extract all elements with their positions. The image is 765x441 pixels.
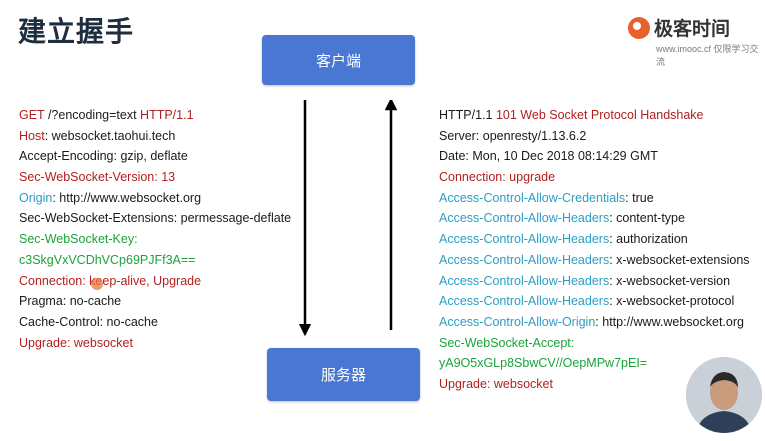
header-key: c3SkgVxVCDhVCp69PJFf3A== (19, 252, 196, 267)
slide-title: 建立握手 (18, 15, 135, 48)
client-label: 客户端 (315, 51, 361, 70)
server-label: 服务器 (320, 366, 366, 384)
header-value: : authorization (609, 232, 688, 247)
presenter-avatar (686, 357, 762, 433)
response-header-line: Access-Control-Allow-Origin: http://www.… (439, 312, 750, 333)
presenter-silhouette-icon (686, 357, 762, 433)
response-headers: HTTP/1.1 101 Web Socket Protocol Handsha… (439, 105, 750, 395)
header-value: Sec-WebSocket-Extensions: permessage-def… (19, 211, 292, 226)
header-value: : x-websocket-protocol (609, 294, 735, 309)
header-prefix: HTTP/1.1 (439, 108, 496, 122)
request-header-line: Sec-WebSocket-Key: (19, 229, 291, 250)
response-header-line: yA9O5xGLp8SbwCV//OepMPw7pEI= (439, 353, 750, 374)
response-header-line: Connection: upgrade (439, 167, 750, 188)
request-header-line: Sec-WebSocket-Extensions: permessage-def… (19, 208, 291, 229)
mouse-pointer-icon (91, 278, 103, 290)
header-value: : true (625, 190, 654, 205)
header-key: Access-Control-Allow-Headers (439, 232, 610, 247)
brand-logo: 极客时间 (628, 14, 730, 41)
response-header-line: Access-Control-Allow-Headers: authorizat… (439, 229, 750, 250)
response-header-line: Access-Control-Allow-Credentials: true (439, 188, 750, 209)
header-key: Connection: keep-alive, Upgrade (19, 273, 202, 288)
request-header-line: Origin: http://www.websocket.org (19, 188, 291, 209)
header-key: Access-Control-Allow-Headers (439, 294, 610, 309)
header-value: /?encoding=text (47, 108, 141, 122)
request-header-line: Host: websocket.taohui.tech (19, 126, 291, 147)
header-key: Host (19, 128, 45, 143)
server-box: 服务器 (267, 348, 420, 401)
header-value: Accept-Encoding: gzip, deflate (19, 149, 188, 164)
header-value: : x-websocket-extensions (609, 252, 750, 267)
header-key: 101 Web Socket Protocol Handshake (495, 108, 704, 122)
response-header-line: HTTP/1.1 101 Web Socket Protocol Handsha… (439, 105, 750, 126)
header-value: : x-websocket-version (609, 273, 731, 288)
brand-name: 极客时间 (654, 18, 731, 40)
response-header-line: Upgrade: websocket (439, 374, 750, 395)
header-key: Upgrade: websocket (19, 335, 133, 350)
header-value: Server: openresty/1.13.6.2 (439, 128, 587, 143)
request-header-line: Pragma: no-cache (19, 291, 291, 312)
response-header-line: Access-Control-Allow-Headers: x-websocke… (439, 291, 750, 312)
header-value: : http://www.websocket.org (52, 190, 202, 205)
header-key: Access-Control-Allow-Origin (439, 314, 596, 329)
header-value: Cache-Control: no-cache (19, 314, 158, 329)
header-key: yA9O5xGLp8SbwCV//OepMPw7pEI= (439, 356, 648, 371)
header-value: Date: Mon, 10 Dec 2018 08:14:29 GMT (439, 149, 658, 164)
header-value: : websocket.taohui.tech (44, 128, 176, 143)
header-value: : http://www.websocket.org (595, 314, 744, 329)
arrows-diagram (298, 100, 398, 337)
header-key: Sec-WebSocket-Key: (19, 232, 138, 247)
header-key: Access-Control-Allow-Headers (439, 252, 610, 267)
response-header-line: Sec-WebSocket-Accept: (439, 333, 750, 354)
response-header-line: Access-Control-Allow-Headers: content-ty… (439, 208, 750, 229)
request-header-line: Sec-WebSocket-Version: 13 (19, 167, 291, 188)
request-header-line: Connection: keep-alive, Upgrade (19, 271, 291, 292)
request-header-line: c3SkgVxVCDhVCp69PJFf3A== (19, 250, 291, 271)
request-header-line: Accept-Encoding: gzip, deflate (19, 146, 291, 167)
watermark-text: www.imooc.cf 仅限学习交流 (656, 44, 759, 67)
header-key: Upgrade: websocket (439, 376, 553, 391)
header-value: : content-type (609, 211, 685, 226)
header-key: Access-Control-Allow-Headers (439, 211, 610, 226)
header-key: Access-Control-Allow-Headers (439, 273, 610, 288)
request-header-line: GET /?encoding=text HTTP/1.1 (19, 105, 291, 126)
header-key: Sec-WebSocket-Accept: (439, 335, 575, 350)
request-header-line: Cache-Control: no-cache (19, 312, 291, 333)
header-key: Sec-WebSocket-Version: 13 (19, 170, 176, 185)
response-header-line: Date: Mon, 10 Dec 2018 08:14:29 GMT (439, 146, 750, 167)
brand-logo-icon (628, 16, 650, 39)
header-key: GET (19, 108, 48, 122)
header-key: Origin (19, 190, 53, 205)
response-header-line: Access-Control-Allow-Headers: x-websocke… (439, 271, 750, 292)
response-header-line: Server: openresty/1.13.6.2 (439, 126, 750, 147)
header-value: Pragma: no-cache (19, 294, 122, 309)
client-box: 客户端 (262, 35, 415, 85)
header-key: Connection: upgrade (439, 170, 556, 185)
request-header-line: Upgrade: websocket (19, 333, 291, 354)
header-key: HTTP/1.1 (140, 108, 194, 122)
header-key: Access-Control-Allow-Credentials (439, 190, 626, 205)
response-header-line: Access-Control-Allow-Headers: x-websocke… (439, 250, 750, 271)
